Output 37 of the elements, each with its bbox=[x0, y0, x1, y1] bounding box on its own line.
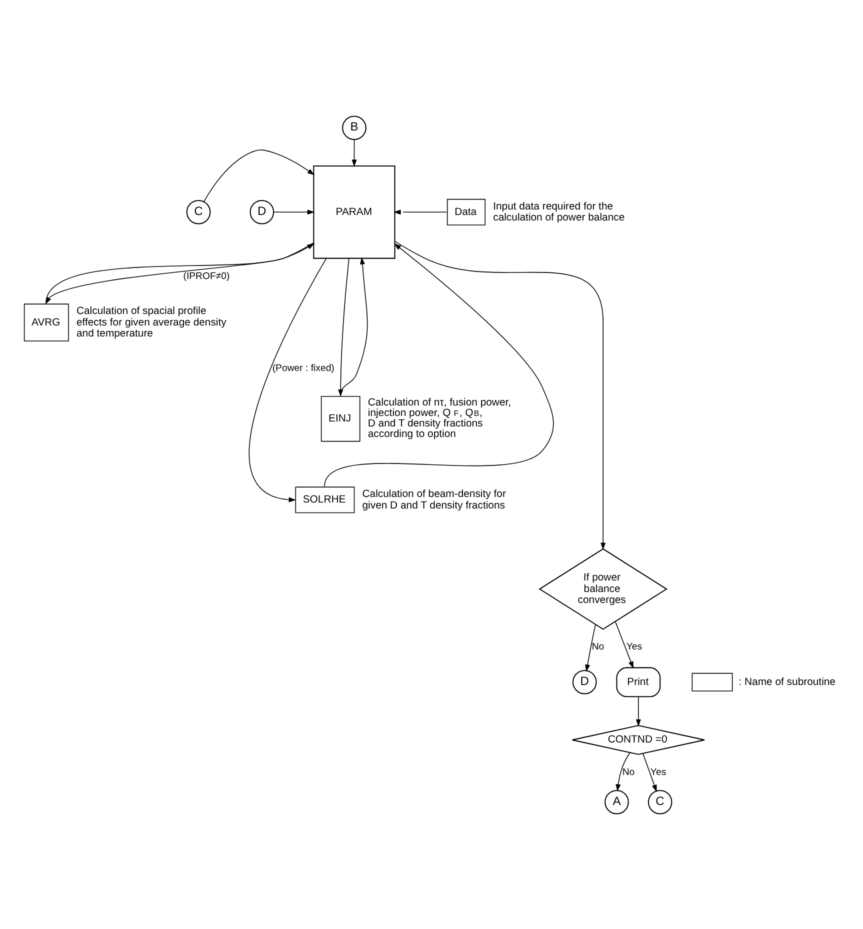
arrow bbox=[616, 752, 630, 792]
edge-label: No bbox=[622, 766, 635, 778]
node-box: AVRG bbox=[24, 303, 69, 341]
arrow bbox=[203, 149, 315, 202]
node-circle: D bbox=[250, 199, 274, 224]
edge-label: (Power : fixed) bbox=[272, 362, 334, 374]
edge-label: Yes bbox=[626, 641, 642, 652]
node-label: Calculation of spacial profile effects for given average density and temperature bbox=[76, 306, 226, 339]
node-label: Input data required for the calculation of power balance bbox=[493, 200, 625, 223]
node-circle: B bbox=[342, 115, 366, 140]
legend-label: : Name of subroutine bbox=[738, 676, 836, 688]
arrow bbox=[636, 696, 641, 726]
node-label: Calculation of beam-density for given D and T density fractions bbox=[362, 488, 506, 511]
arrow bbox=[248, 258, 327, 502]
node-box: PARAM bbox=[313, 164, 396, 258]
arrow bbox=[340, 256, 368, 396]
edge-label: No bbox=[592, 641, 604, 652]
edge-label: Yes bbox=[650, 766, 666, 778]
node-diamond: If power balance converges bbox=[538, 548, 668, 630]
node-circle: C bbox=[648, 789, 672, 814]
arrow bbox=[585, 624, 596, 672]
arrow bbox=[642, 752, 657, 792]
node-circle: A bbox=[604, 789, 629, 814]
node-box: SOLRHE bbox=[295, 486, 355, 513]
arrow bbox=[394, 240, 606, 550]
arrow bbox=[394, 209, 447, 214]
node-box: Print bbox=[616, 666, 661, 697]
arrow bbox=[324, 242, 554, 486]
arrow bbox=[273, 209, 315, 214]
node-box: EINJ bbox=[320, 395, 360, 442]
edge-label: (IPROF≠0) bbox=[183, 270, 230, 282]
node-circle: C bbox=[186, 199, 211, 224]
node-diamond: CONTND =0 bbox=[572, 724, 706, 754]
node-circle: D bbox=[572, 669, 597, 694]
arrow bbox=[614, 620, 634, 668]
node-box: Data bbox=[446, 198, 486, 225]
arrow bbox=[352, 138, 357, 166]
